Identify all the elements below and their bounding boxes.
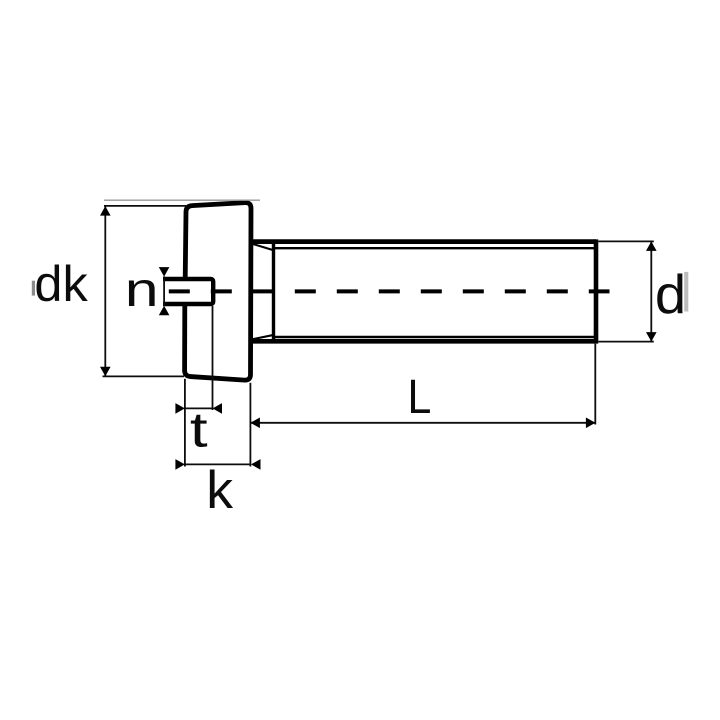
svg-text:t: t [190, 402, 208, 457]
svg-text:dk: dk [34, 255, 88, 312]
svg-text:n: n [125, 262, 159, 316]
svg-text:k: k [206, 462, 233, 521]
svg-text:L: L [408, 370, 432, 424]
svg-text:d: d [655, 263, 686, 324]
